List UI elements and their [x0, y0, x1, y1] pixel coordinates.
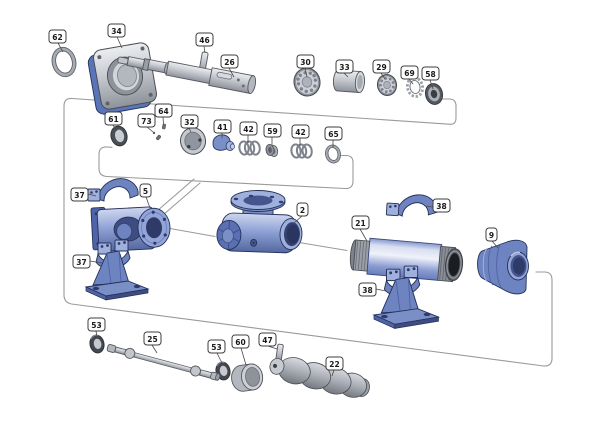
svg-text:30: 30 [300, 58, 310, 67]
part-balloon-53a: 53 [87, 317, 106, 332]
part-balloon-9: 9 [485, 227, 498, 242]
part-balloon-65: 65 [324, 126, 343, 141]
svg-text:53: 53 [211, 343, 221, 352]
part-balloon-38-bottom: 38 [358, 282, 377, 297]
part-coupling-rod-25 [106, 344, 221, 381]
part-collar-32 [179, 127, 207, 155]
svg-text:47: 47 [262, 336, 272, 345]
svg-text:41: 41 [217, 123, 227, 132]
part-balloon-47: 47 [258, 332, 277, 347]
part-fitting-41 [212, 134, 235, 151]
svg-text:21: 21 [355, 219, 365, 228]
connector-to-housing-a [156, 178, 195, 212]
svg-text:59: 59 [267, 127, 277, 136]
svg-text:29: 29 [376, 63, 386, 72]
part-balloon-58: 58 [421, 66, 440, 81]
part-balloon-62: 62 [48, 29, 67, 44]
svg-text:22: 22 [329, 360, 339, 369]
svg-text:34: 34 [111, 27, 121, 36]
assembly-connector-lines [63, 97, 553, 367]
svg-text:26: 26 [224, 58, 234, 67]
part-rotor-22 [269, 357, 370, 398]
part-balloon-42a: 42 [239, 121, 258, 136]
svg-text:32: 32 [184, 118, 194, 127]
part-balloon-61: 61 [104, 111, 123, 126]
part-balloons: 62 34 46 26 30 33 29 69 58 61 73 64 32 4… [48, 23, 498, 371]
part-rings-59 [265, 143, 279, 158]
part-balloon-21: 21 [351, 215, 370, 230]
part-balloon-5: 5 [139, 183, 152, 198]
part-balloon-25: 25 [143, 331, 162, 346]
part-flange-34 [87, 42, 158, 115]
svg-text:37: 37 [76, 258, 86, 267]
part-balloon-73: 73 [137, 113, 156, 128]
part-stator-21 [349, 237, 464, 283]
part-balloon-59: 59 [263, 123, 282, 138]
part-bearing-30 [293, 67, 321, 97]
part-balloon-38-top: 38 [432, 198, 451, 213]
svg-text:37: 37 [74, 191, 84, 200]
connector-housing-casing [169, 227, 216, 238]
connector-seal-group [98, 146, 354, 190]
part-balloon-42b: 42 [291, 124, 310, 139]
part-bushing-60 [231, 363, 264, 392]
part-balloon-53b: 53 [207, 339, 226, 354]
part-balloon-22: 22 [325, 356, 344, 371]
svg-text:69: 69 [404, 69, 414, 78]
svg-text:9: 9 [489, 231, 494, 240]
part-balloon-69: 69 [400, 65, 419, 80]
connector-casing-stator [298, 241, 348, 252]
part-balloon-29: 29 [372, 59, 391, 74]
svg-text:42: 42 [295, 128, 305, 137]
part-sleeve-33 [332, 69, 365, 93]
connector-to-housing-b [162, 182, 201, 216]
part-lock-nut-58 [424, 83, 444, 105]
part-bearing-29 [376, 74, 398, 96]
svg-text:58: 58 [425, 70, 435, 79]
svg-text:65: 65 [328, 130, 338, 139]
svg-text:25: 25 [147, 335, 157, 344]
part-discharge-cone-9 [477, 239, 529, 295]
svg-text:61: 61 [108, 115, 118, 124]
svg-text:62: 62 [52, 33, 62, 42]
part-seal-61 [110, 125, 128, 147]
part-screw-73 [152, 131, 162, 141]
part-drive-shaft-26 [117, 56, 257, 94]
part-balloon-64: 64 [154, 103, 173, 118]
part-balloon-41: 41 [213, 119, 232, 134]
svg-text:33: 33 [339, 63, 349, 72]
part-balloon-37-top: 37 [70, 187, 89, 202]
svg-text:53: 53 [91, 321, 101, 330]
part-balloon-2: 2 [296, 202, 309, 217]
part-balloon-37-bottom: 37 [72, 254, 91, 269]
part-ring-65 [325, 144, 341, 164]
label-leader-lines [57, 36, 499, 377]
svg-text:64: 64 [158, 107, 168, 116]
part-balloon-34: 34 [107, 23, 126, 38]
part-balloon-26: 26 [220, 54, 239, 69]
svg-text:60: 60 [235, 338, 245, 347]
svg-text:38: 38 [436, 202, 446, 211]
svg-text:2: 2 [300, 206, 305, 215]
svg-text:42: 42 [243, 125, 253, 134]
part-screw-64 [161, 123, 167, 130]
part-balloon-33: 33 [335, 59, 354, 74]
part-balloon-30: 30 [296, 54, 315, 69]
part-balloon-32: 32 [180, 114, 199, 129]
svg-text:5: 5 [143, 187, 148, 196]
svg-text:73: 73 [141, 117, 151, 126]
part-suction-casing-2 [216, 190, 303, 254]
connector-bearing-group [63, 97, 553, 367]
svg-text:46: 46 [199, 36, 209, 45]
part-balloon-60: 60 [231, 334, 250, 349]
svg-text:38: 38 [362, 286, 372, 295]
part-balloon-46: 46 [195, 32, 214, 47]
